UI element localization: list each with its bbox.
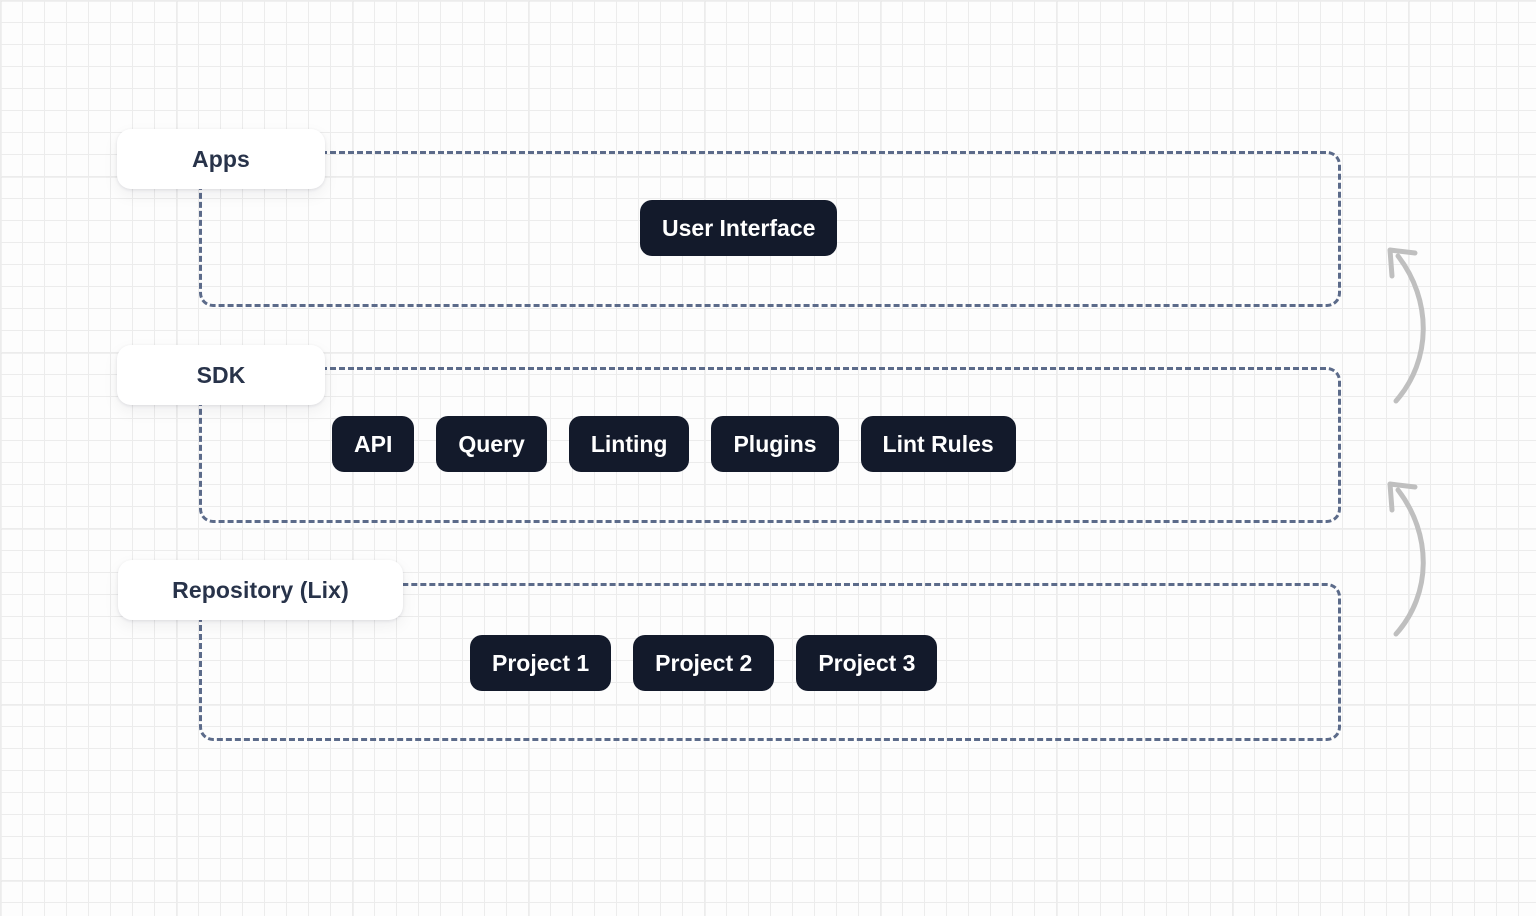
layer-label-repository[interactable]: Repository (Lix) (118, 560, 403, 620)
node-lint-rules[interactable]: Lint Rules (860, 416, 1016, 472)
node-user-interface-label: User Interface (662, 214, 816, 241)
node-plugins-label: Plugins (733, 430, 817, 457)
node-row-sdk: API Query Linting Plugins Lint Rules (332, 416, 1016, 472)
connector-repository-to-sdk (1387, 481, 1426, 637)
node-project-3[interactable]: Project 3 (796, 635, 938, 691)
node-project-1[interactable]: Project 1 (470, 635, 612, 691)
layer-box-apps (199, 151, 1341, 307)
layer-box-repository (199, 583, 1341, 741)
node-project-1-label: Project 1 (492, 649, 590, 676)
node-linting[interactable]: Linting (568, 416, 690, 472)
node-row-repository: Project 1 Project 2 Project 3 (470, 635, 938, 691)
node-plugins[interactable]: Plugins (711, 416, 839, 472)
node-api[interactable]: API (332, 416, 415, 472)
node-api-label: API (354, 430, 393, 457)
layer-label-apps[interactable]: Apps (117, 129, 325, 189)
node-project-2[interactable]: Project 2 (633, 635, 775, 691)
layer-box-sdk (199, 367, 1341, 523)
node-row-apps: User Interface (640, 200, 838, 256)
connector-sdk-to-apps (1387, 247, 1426, 404)
layer-label-sdk[interactable]: SDK (117, 345, 325, 405)
node-project-3-label: Project 3 (818, 649, 916, 676)
node-linting-label: Linting (590, 430, 668, 457)
node-project-2-label: Project 2 (655, 649, 753, 676)
node-lint-rules-label: Lint Rules (882, 430, 994, 457)
node-user-interface[interactable]: User Interface (640, 200, 838, 256)
layer-label-repository-text: Repository (Lix) (172, 576, 349, 603)
node-query-label: Query (458, 430, 525, 457)
layer-label-apps-text: Apps (192, 145, 250, 172)
node-query[interactable]: Query (436, 416, 547, 472)
layer-label-sdk-text: SDK (196, 361, 246, 388)
